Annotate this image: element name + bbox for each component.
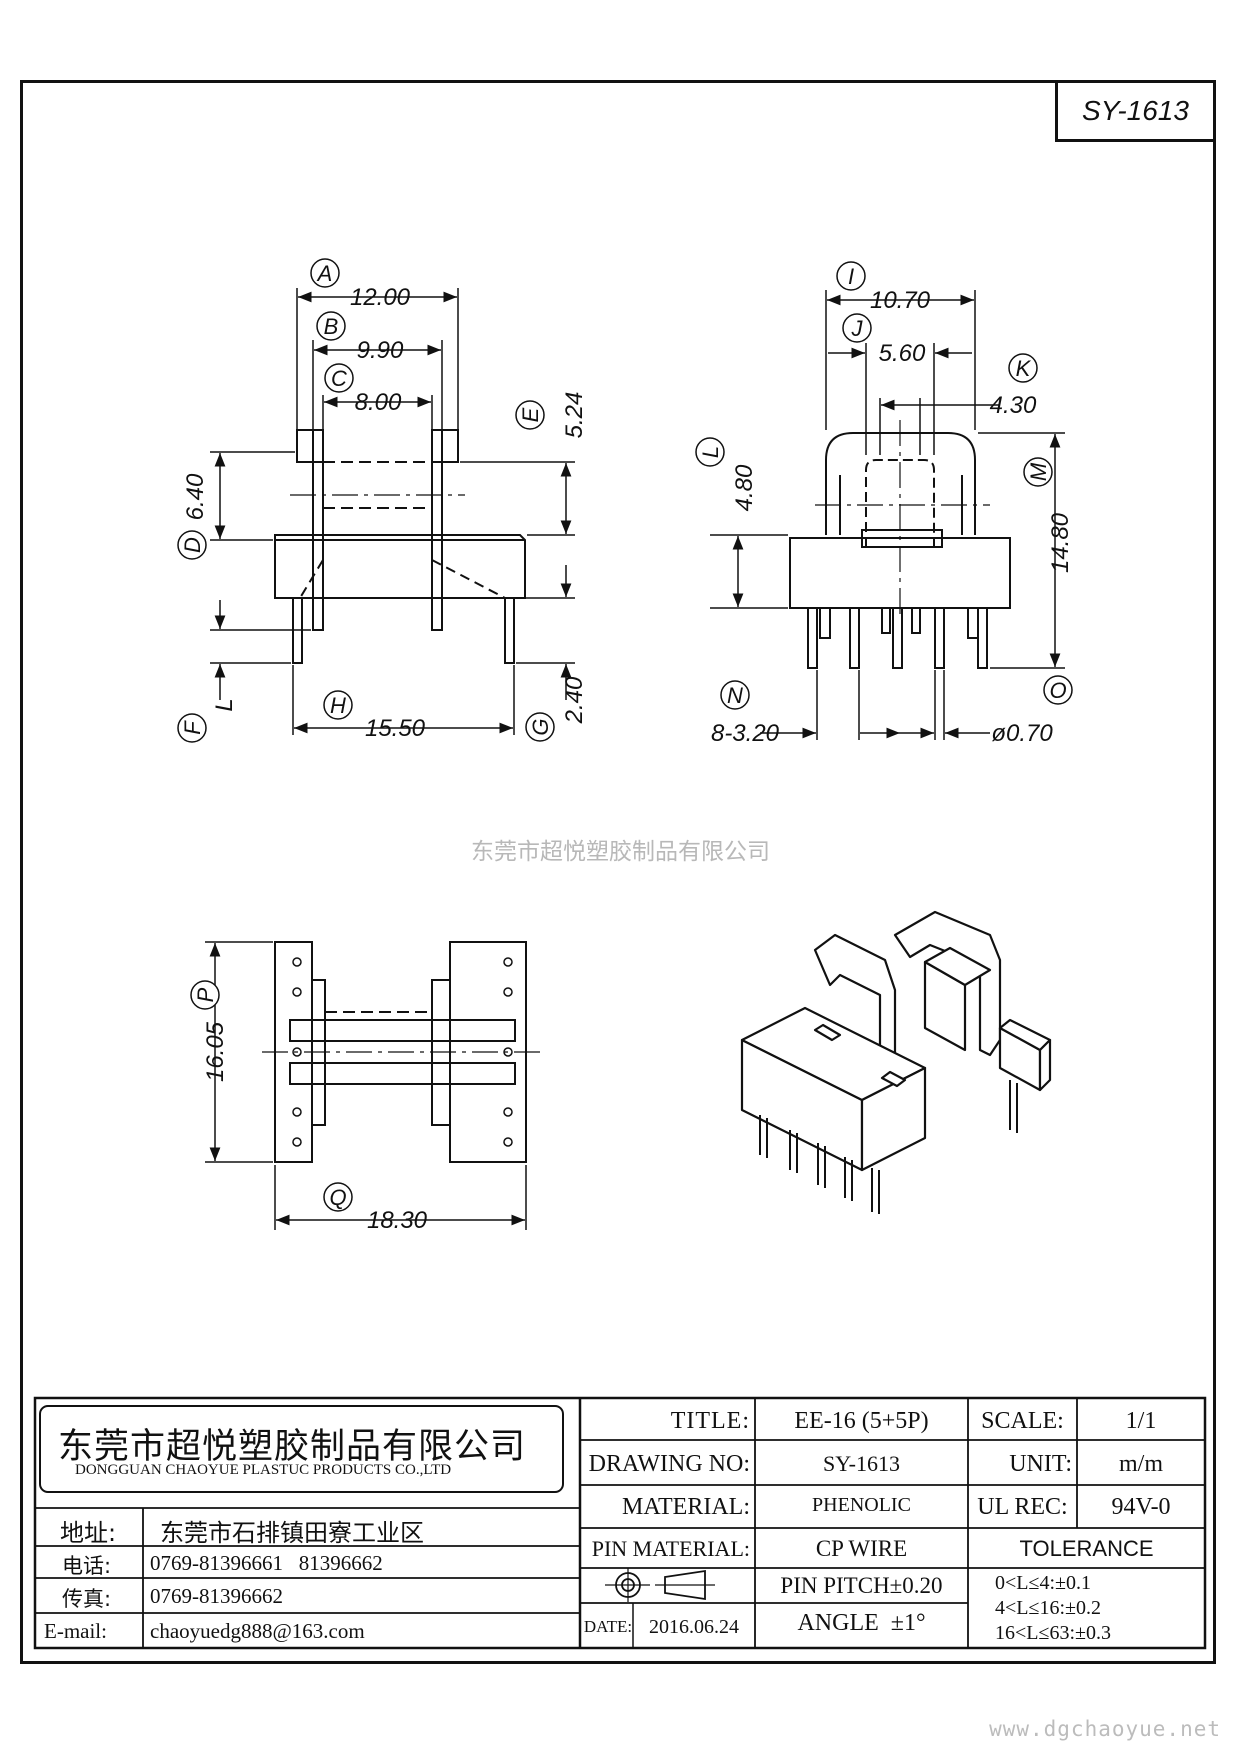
date-value: 2016.06.24 (649, 1616, 739, 1638)
watermark: 东莞市超悦塑胶制品有限公司 (471, 838, 770, 864)
top-callout-letters: P Q (193, 987, 347, 1210)
isometric-view (740, 910, 1052, 1214)
dim-value-e: 5.24 (561, 392, 588, 439)
svg-text:D: D (180, 537, 205, 553)
front-callout-letters: A B C D E F H G (180, 261, 553, 736)
svg-text:J: J (851, 316, 864, 341)
svg-text:O: O (1049, 678, 1066, 703)
company-name-en: DONGGUAN CHAOYUE PLASTUC PRODUCTS CO.,LT… (75, 1462, 452, 1478)
svg-text:E: E (518, 407, 543, 422)
svg-text:B: B (324, 314, 339, 339)
svg-text:L: L (698, 446, 723, 458)
phone-label: 电话: (62, 1554, 112, 1578)
projection-symbol-icon (605, 1568, 715, 1602)
title-block-grid (33, 1396, 1207, 1650)
dim-value-j: 5.60 (879, 340, 926, 367)
dim-value-d: 6.40 (182, 473, 209, 520)
svg-text:K: K (1016, 356, 1032, 381)
svg-text:A: A (316, 261, 333, 286)
pin-material-value: CP WIRE (815, 1536, 908, 1561)
svg-text:C: C (331, 366, 347, 391)
scale-value: 1/1 (1125, 1408, 1157, 1434)
side-view (789, 420, 1011, 669)
ul-rec-value: 94V-0 (1111, 1494, 1171, 1520)
website-url: www.dgchaoyue.net (989, 1717, 1221, 1741)
material-value: PHENOLIC (812, 1494, 911, 1516)
dim-value-m: 14.80 (1047, 512, 1074, 573)
front-dimension-lines (210, 288, 575, 735)
dim-value-f: L (211, 698, 238, 711)
drawing-no-value: SY-1613 (822, 1451, 900, 1476)
tolerance-row-3: 16<L≤63:±0.3 (995, 1622, 1112, 1644)
svg-text:H: H (330, 693, 346, 718)
dim-value-q: 18.30 (367, 1207, 428, 1234)
phone-value: 0769-81396661 81396662 (150, 1551, 383, 1575)
svg-text:G: G (528, 718, 553, 735)
address-label: 地址: (60, 1519, 117, 1547)
email-label: E-mail: (44, 1619, 107, 1643)
svg-text:I: I (848, 264, 854, 289)
company-name-cn: 东莞市超悦塑胶制品有限公司 (58, 1427, 527, 1467)
fax-label: 传真: (62, 1587, 112, 1611)
top-dimension-lines (205, 941, 527, 1230)
side-dimension-values: 10.70 5.60 4.30 4.80 14.80 8-3.20 ø0.70 (711, 287, 1074, 747)
drawing-border (20, 80, 1216, 1664)
tolerance-row-2: 4<L≤16:±0.2 (995, 1597, 1102, 1619)
pin-pitch-tolerance: PIN PITCH±0.20 (780, 1573, 943, 1598)
email-value[interactable]: chaoyuedg888@163.com (150, 1619, 365, 1643)
part-number-box: SY-1613 (1055, 80, 1216, 142)
title-label: TITLE: (670, 1408, 750, 1434)
front-flange-left (296, 429, 324, 463)
title-value: EE-16 (5+5P) (794, 1408, 929, 1434)
top-view (262, 941, 540, 1163)
dim-value-c: 8.00 (355, 389, 402, 416)
dim-value-l: 4.80 (731, 464, 758, 511)
dim-value-b: 9.90 (357, 337, 404, 364)
angle-tolerance: ANGLE ±1° (797, 1610, 926, 1636)
date-label: DATE: (583, 1617, 633, 1636)
svg-text:Q: Q (329, 1185, 346, 1210)
material-label: MATERIAL: (622, 1494, 750, 1520)
dim-value-h: 15.50 (365, 715, 426, 742)
front-flange-right (431, 429, 459, 463)
unit-label: UNIT: (1009, 1451, 1072, 1477)
dim-value-o: ø0.70 (991, 720, 1053, 747)
dim-value-k: 4.30 (990, 392, 1037, 419)
fax-value: 0769-81396662 (150, 1584, 283, 1608)
top-callout-circles (190, 980, 353, 1212)
side-callout-circles (695, 261, 1073, 710)
dim-value-a: 12.00 (350, 284, 411, 311)
pin-material-label: PIN MATERIAL: (591, 1536, 750, 1561)
svg-text:N: N (727, 683, 743, 708)
front-callout-circles (177, 258, 555, 743)
address-value: 东莞市石排镇田寮工业区 (160, 1519, 424, 1547)
svg-text:P: P (193, 987, 218, 1002)
svg-text:F: F (180, 720, 205, 735)
side-callout-letters: I J K L M N O (698, 264, 1067, 708)
front-view (274, 429, 526, 664)
tolerance-row-1: 0<L≤4:±0.1 (995, 1572, 1092, 1594)
dim-value-p: 16.05 (202, 1021, 229, 1082)
scale-label: SCALE: (981, 1408, 1064, 1434)
ul-rec-label: UL REC: (977, 1494, 1068, 1520)
tolerance-label: TOLERANCE (1019, 1536, 1154, 1561)
unit-value: m/m (1118, 1451, 1163, 1477)
front-dimension-values: 12.00 9.90 8.00 6.40 5.24 L 2.40 15.50 (182, 284, 588, 742)
dim-value-n: 8-3.20 (711, 720, 780, 747)
top-dimension-values: 16.05 18.30 (202, 1021, 428, 1234)
dim-value-g: 2.40 (561, 676, 588, 724)
drawing-no-label: DRAWING NO: (588, 1451, 750, 1477)
svg-text:M: M (1026, 462, 1051, 481)
dim-value-i: 10.70 (870, 287, 931, 314)
side-dimension-lines (710, 290, 1065, 740)
